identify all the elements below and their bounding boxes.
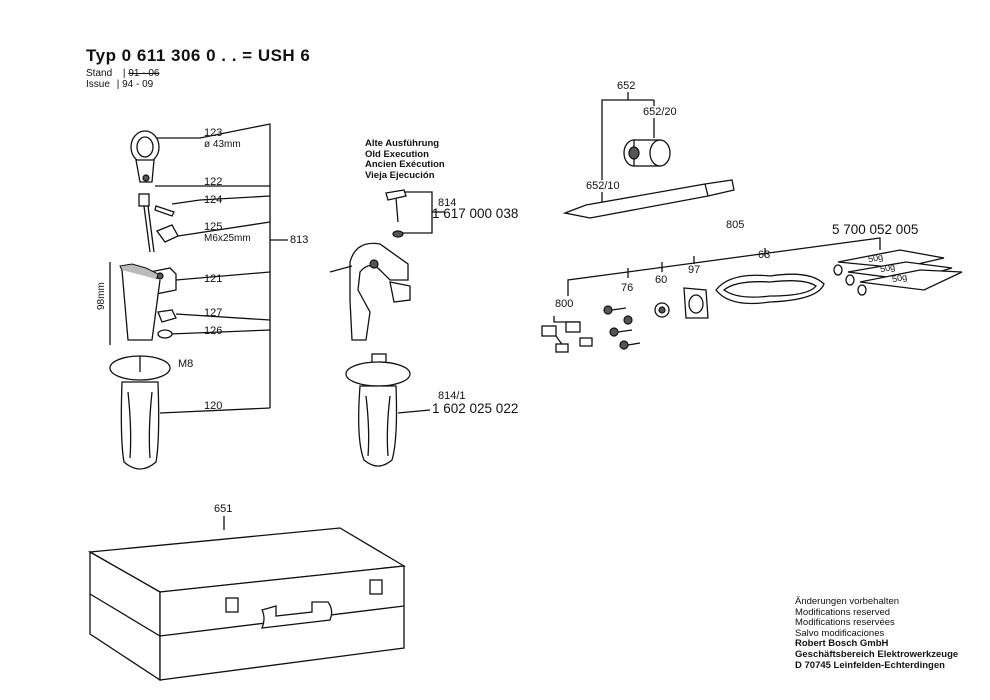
label-814-1: 814/1 [438,390,466,402]
label-652-10: 652/10 [586,180,620,192]
label-123: 123 [204,127,223,139]
stand-row: Stand | 91 - 06 [86,68,160,79]
gasket-97 [683,287,709,319]
footer-line: Salvo modificaciones [795,627,885,639]
grease-tubes-50g [833,249,963,296]
old-execution-line: Ancien Exécution [365,159,445,170]
label-76: 76 [621,282,634,294]
leaders-652 [601,92,655,202]
issue-value: 94 - 09 [122,79,154,90]
company-line: Robert Bosch GmbH [795,638,889,650]
stand-label: Stand [86,68,113,79]
label-120: 120 [204,400,223,412]
label-63: 63 [758,249,771,261]
handle-120 [109,355,171,470]
label-m8: M8 [178,358,194,370]
issue-row: Issue | 94 - 09 [86,79,154,90]
old-execution-line: Old Execution [365,148,429,160]
leaders-left [109,123,288,414]
company-line: D 70745 Leinfelden-Echterdingen [795,659,945,671]
label-800: 800 [555,298,574,310]
screws-76 [603,305,641,350]
label-814-1-number: 1 602 025 022 [432,401,519,416]
drawing-title: Typ 0 611 306 0 . . = USH 6 [86,46,311,65]
footer-line: Modifications reservées [795,617,895,629]
label-126: 126 [204,325,223,337]
label-127: 127 [204,307,223,319]
label-124: 124 [204,194,223,206]
old-execution-line: Vieja Ejecución [365,169,435,181]
seal-63 [715,273,825,305]
issue-label: Issue [86,79,110,90]
label-652-20: 652/20 [643,106,677,118]
footer-line: Modifications reserved [795,606,891,618]
label-98mm: 98mm [96,282,107,310]
label-805: 805 [726,219,745,231]
brush-set-800 [541,321,593,353]
clamp-ring-123 [130,130,160,183]
leaders-805 [553,237,881,323]
footer-notes: Änderungen vorbehalten Modifications res… [795,596,959,671]
label-805-number: 5 700 052 005 [832,222,919,237]
label-60: 60 [655,274,668,286]
label-814-number: 1 617 000 038 [432,206,519,221]
label-813: 813 [290,234,309,246]
handle-814-1 [345,353,411,467]
label-125: 125 [204,221,223,233]
label-125-size: M6x25mm [204,233,251,244]
old-execution-note: Alte Ausführung Old Execution Ancien Exé… [365,138,445,181]
label-122: 122 [204,176,223,188]
label-97: 97 [688,264,701,276]
label-651: 651 [214,503,233,515]
label-652: 652 [617,80,636,92]
old-clamp-assembly [329,189,411,341]
stand-value: 91 - 06 [128,68,160,79]
label-814: 814 [438,197,457,209]
company-line: Geschäftsbereich Elektrowerkzeuge [795,648,959,660]
screws-122-124-125 [138,193,179,253]
footer-line: Änderungen vorbehalten [795,596,900,607]
label-123-diameter: ø 43mm [204,139,241,150]
old-execution-line: Alte Ausführung [365,138,440,149]
leaders-middle [397,191,444,414]
carrying-case-651 [87,527,407,682]
depth-stop-121 [119,263,177,341]
chisel-652-10 [562,179,735,219]
nut-127-washer-126 [157,309,177,339]
washer-60 [654,302,670,318]
bushing-652-20 [623,139,671,167]
label-121: 121 [204,273,223,285]
